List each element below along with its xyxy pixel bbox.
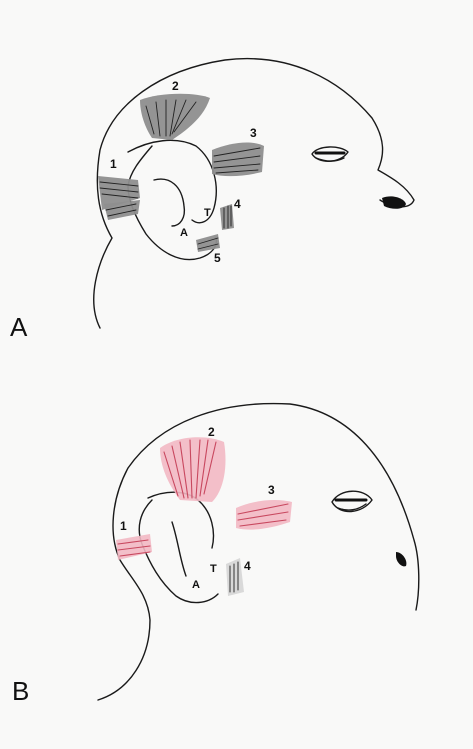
panel-a-letter: A (10, 312, 28, 342)
panel-a-antitragus-label: A (180, 227, 188, 239)
panel-b-concha (172, 522, 186, 576)
panel-b-antitragus-label: A (192, 579, 200, 591)
panel-b-label-3: 3 (268, 483, 275, 497)
panel-b-tragus-label: T (210, 563, 217, 575)
panel-a-tragus-label: T (204, 207, 211, 219)
panel-b: 1 2 3 4 T A B (12, 404, 419, 706)
panel-a-muscle-5 (196, 234, 220, 252)
panel-b-muscle-3 (236, 500, 292, 530)
panel-b-muscle-4 (226, 558, 244, 596)
panel-a-muscle-4 (220, 204, 234, 230)
panel-b-label-1: 1 (120, 519, 127, 533)
panel-a-label-4: 4 (234, 197, 241, 211)
panel-a-nostril (382, 196, 406, 208)
panel-a-label-5: 5 (214, 251, 221, 265)
panel-a: 1 2 3 4 5 T A A (10, 59, 414, 342)
panel-a-muscle-1 (98, 176, 140, 220)
panel-a-label-1: 1 (110, 157, 117, 171)
panel-b-nostril (396, 552, 406, 566)
panel-a-head-outline (94, 59, 414, 328)
panel-a-label-2: 2 (172, 79, 179, 93)
panel-a-concha (154, 179, 184, 226)
panel-a-muscle-3 (212, 143, 264, 177)
panel-b-label-4: 4 (244, 559, 251, 573)
panel-b-label-2: 2 (208, 425, 215, 439)
panel-a-ear-helix (128, 140, 216, 222)
panel-a-eye (312, 147, 348, 161)
panel-a-muscle-2 (140, 94, 210, 140)
panel-b-eye (332, 491, 372, 511)
panel-a-label-3: 3 (250, 126, 257, 140)
panel-b-letter: B (12, 676, 29, 706)
